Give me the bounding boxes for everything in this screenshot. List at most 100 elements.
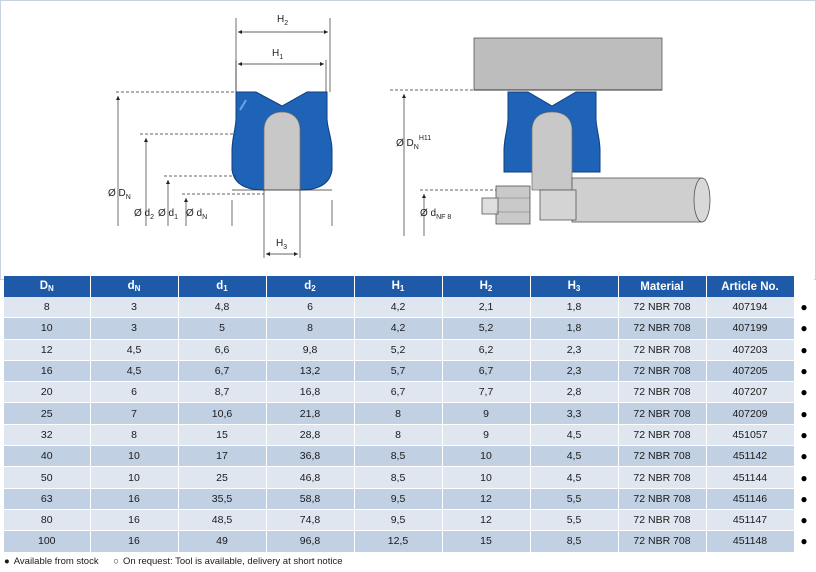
table-cell: 9,5 [354,488,443,510]
availability-dot-icon: ● [794,317,815,340]
availability-dot-icon: ● [794,402,815,425]
table-cell: 12 [442,509,531,532]
table-cell: 32 [4,424,91,447]
dim-dnf8-label: Ø dNF 8 [420,208,451,221]
table-cell: 5,7 [354,360,443,383]
on-request-text: On request: Tool is available, delivery … [122,556,343,567]
table-cell: 50 [4,466,91,489]
available-from-stock-icon: ● [4,556,10,567]
table-cell: 10,6 [178,402,267,425]
table-cell: 17 [178,445,267,468]
table-cell: 12 [4,339,91,361]
table-cell: 451057 [706,424,795,447]
table-cell: 16 [90,530,179,553]
table-cell: 8 [266,317,355,340]
availability-dot-icon: ● [794,445,815,468]
table-cell: 72 NBR 708 [618,317,707,340]
table-cell: 72 NBR 708 [618,297,707,319]
table-cell: 5,5 [530,509,619,532]
table-cell: 5 [178,317,267,340]
table-cell: 451147 [706,509,795,532]
table-cell: 15 [178,424,267,447]
table-cell: 8 [4,297,91,319]
table-cell: 451146 [706,488,795,510]
table-cell: 72 NBR 708 [618,466,707,489]
dim-dn-h11-label: Ø DNH11 [396,135,431,151]
table-cell: 9,5 [354,509,443,532]
table-cell: 48,5 [178,509,267,532]
table-cell: 7,7 [442,381,531,404]
table-cell: 2,3 [530,339,619,361]
installation-drawing-right [473,37,711,225]
technical-drawing: H2 H1 H3 Ø DN Ø d2 Ø d1 Ø dN Ø DNH11 Ø d… [108,14,711,258]
table-cell: 16 [4,360,91,383]
table-cell: 8,7 [178,381,267,404]
column-header: d1 [178,276,267,297]
column-header: H3 [530,276,619,297]
table-cell: 28,8 [266,424,355,447]
availability-dot-icon: ● [794,360,815,383]
table-cell: 2,1 [442,297,531,319]
table-cell: 6 [90,381,179,404]
table-cell: 72 NBR 708 [618,339,707,361]
table-cell: 16,8 [266,381,355,404]
table-cell: 72 NBR 708 [618,509,707,532]
table-cell: 10 [90,466,179,489]
availability-dot-icon: ● [794,488,815,510]
table-cell: 4,2 [354,317,443,340]
dimension-lines-left [115,18,333,258]
dim-h1-label: H1 [272,48,283,61]
table-cell: 4,8 [178,297,267,319]
table-cell: 72 NBR 708 [618,360,707,383]
dim-d1-label: Ø d1 [158,208,178,221]
table-cell: 10 [442,466,531,489]
table-cell: 451144 [706,466,795,489]
table-cell: 8,5 [354,445,443,468]
table-cell: 35,5 [178,488,267,510]
column-header: DN [4,276,91,297]
table-cell: 407203 [706,339,795,361]
table-cell: 407205 [706,360,795,383]
table-cell: 8 [90,424,179,447]
table-cell: 5,2 [442,317,531,340]
availability-dot-icon: ● [794,509,815,532]
table-cell: 63 [4,488,91,510]
table-cell: 3 [90,297,179,319]
column-header: dN [90,276,179,297]
table-cell: 36,8 [266,445,355,468]
table-cell: 2,8 [530,381,619,404]
table-cell: 4,5 [530,466,619,489]
availability-dot-icon: ● [794,381,815,404]
availability-legend: ●Available from stock ○On request: Tool … [4,556,346,567]
table-cell: 12 [442,488,531,510]
table-cell: 80 [4,509,91,532]
table-cell: 407207 [706,381,795,404]
table-cell: 7 [90,402,179,425]
table-cell: 4,2 [354,297,443,319]
column-header: d2 [266,276,355,297]
table-cell: 451142 [706,445,795,468]
table-cell: 3 [90,317,179,340]
table-cell: 100 [4,530,91,553]
dim-dn-small-label: Ø dN [186,208,207,221]
column-header: H1 [354,276,443,297]
dim-d2-label: Ø d2 [134,208,154,221]
table-cell: 9,8 [266,339,355,361]
table-cell: 4,5 [530,424,619,447]
column-header: Article No. [706,276,795,297]
table-cell: 9 [442,424,531,447]
table-cell: 2,3 [530,360,619,383]
table-cell: 72 NBR 708 [618,381,707,404]
availability-dot-icon: ● [794,339,815,361]
table-cell: 72 NBR 708 [618,402,707,425]
